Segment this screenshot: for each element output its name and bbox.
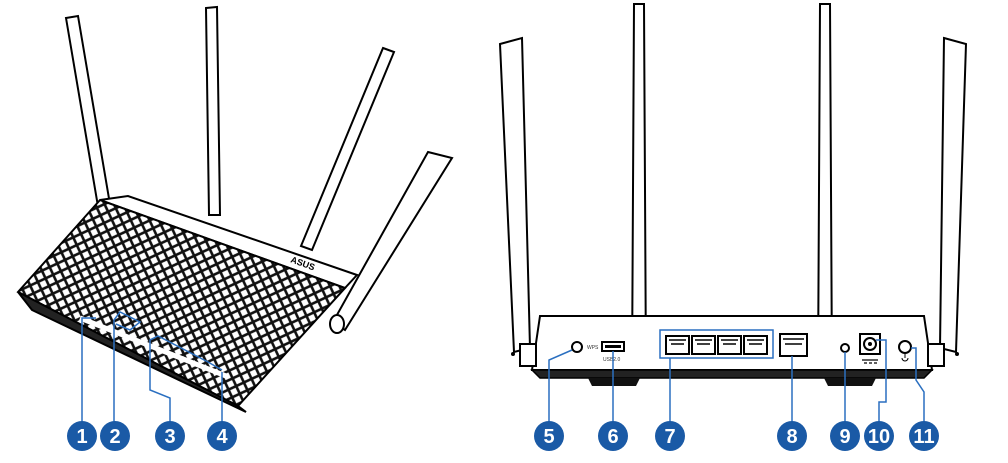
- front-patterned-face: [16, 198, 347, 408]
- lan-ports-group: [659, 329, 774, 359]
- callout-2: 2: [100, 421, 130, 451]
- callout-10-label: 10: [868, 426, 890, 448]
- front-antenna-3: [299, 46, 396, 252]
- front-leader-lines: [81, 311, 223, 424]
- lan-port-2: [691, 335, 716, 355]
- power-icon: [901, 354, 909, 362]
- callout-7: 7: [655, 421, 685, 451]
- front-antenna-1: [64, 14, 116, 232]
- rear-leader-lines: [548, 339, 925, 424]
- power-button: [898, 340, 912, 362]
- callout-9-label: 9: [839, 426, 850, 448]
- lan-port-4: [743, 335, 768, 355]
- callout-4: 4: [207, 421, 237, 451]
- callout-4-label: 4: [216, 426, 228, 448]
- lan-port-3: [717, 335, 742, 355]
- led-indicator-strip: [79, 315, 227, 379]
- rear-antenna-left: [498, 36, 532, 356]
- rear-router-view: WPS USB2.0: [498, 3, 968, 386]
- callout-8: 8: [777, 421, 807, 451]
- front-body-base: [17, 291, 247, 413]
- wps-label: WPS: [587, 345, 599, 351]
- callout-1-label: 1: [76, 426, 87, 448]
- callout-8-label: 8: [786, 426, 797, 448]
- callout-1: 1: [67, 421, 97, 451]
- wan-port: [779, 333, 808, 357]
- callout-11-label: 11: [913, 426, 934, 448]
- callout-6: 6: [598, 421, 628, 451]
- usb-label: USB2.0: [603, 357, 620, 363]
- usb-port: [601, 341, 625, 352]
- callout-5-label: 5: [543, 426, 554, 448]
- front-router-view: ASUS: [16, 5, 454, 413]
- rear-foot-left: [588, 378, 640, 386]
- rear-antenna-joint-left: [519, 343, 537, 367]
- wps-button: [571, 341, 583, 353]
- leader-2: [113, 311, 142, 424]
- callout-6-label: 6: [607, 426, 618, 448]
- callout-7-label: 7: [664, 426, 675, 448]
- leader-1: [81, 317, 96, 424]
- lan-port-1: [665, 335, 690, 355]
- callout-3-label: 3: [164, 426, 175, 448]
- leader-5: [548, 349, 573, 424]
- dc-in-icon: [862, 359, 878, 364]
- reset-button: [840, 343, 850, 353]
- callout-11: 11: [909, 421, 939, 451]
- rear-antenna-right: [938, 36, 968, 356]
- callout-2-label: 2: [109, 426, 120, 448]
- rear-body-base: [530, 369, 934, 379]
- callout-10: 10: [864, 421, 894, 451]
- front-antenna-2: [204, 5, 222, 216]
- rear-foot-right: [824, 378, 876, 386]
- callout-3: 3: [155, 421, 185, 451]
- callout-9: 9: [830, 421, 860, 451]
- dc-in-port: [859, 333, 881, 364]
- leader-3: [149, 335, 223, 424]
- leader-11: [911, 347, 925, 424]
- rear-antenna-joint-right: [927, 343, 945, 367]
- callout-5: 5: [534, 421, 564, 451]
- front-antenna-4: [329, 150, 454, 334]
- leader-10: [876, 339, 887, 424]
- callouts: 1 2 3 4 5 6 7 8: [67, 421, 939, 451]
